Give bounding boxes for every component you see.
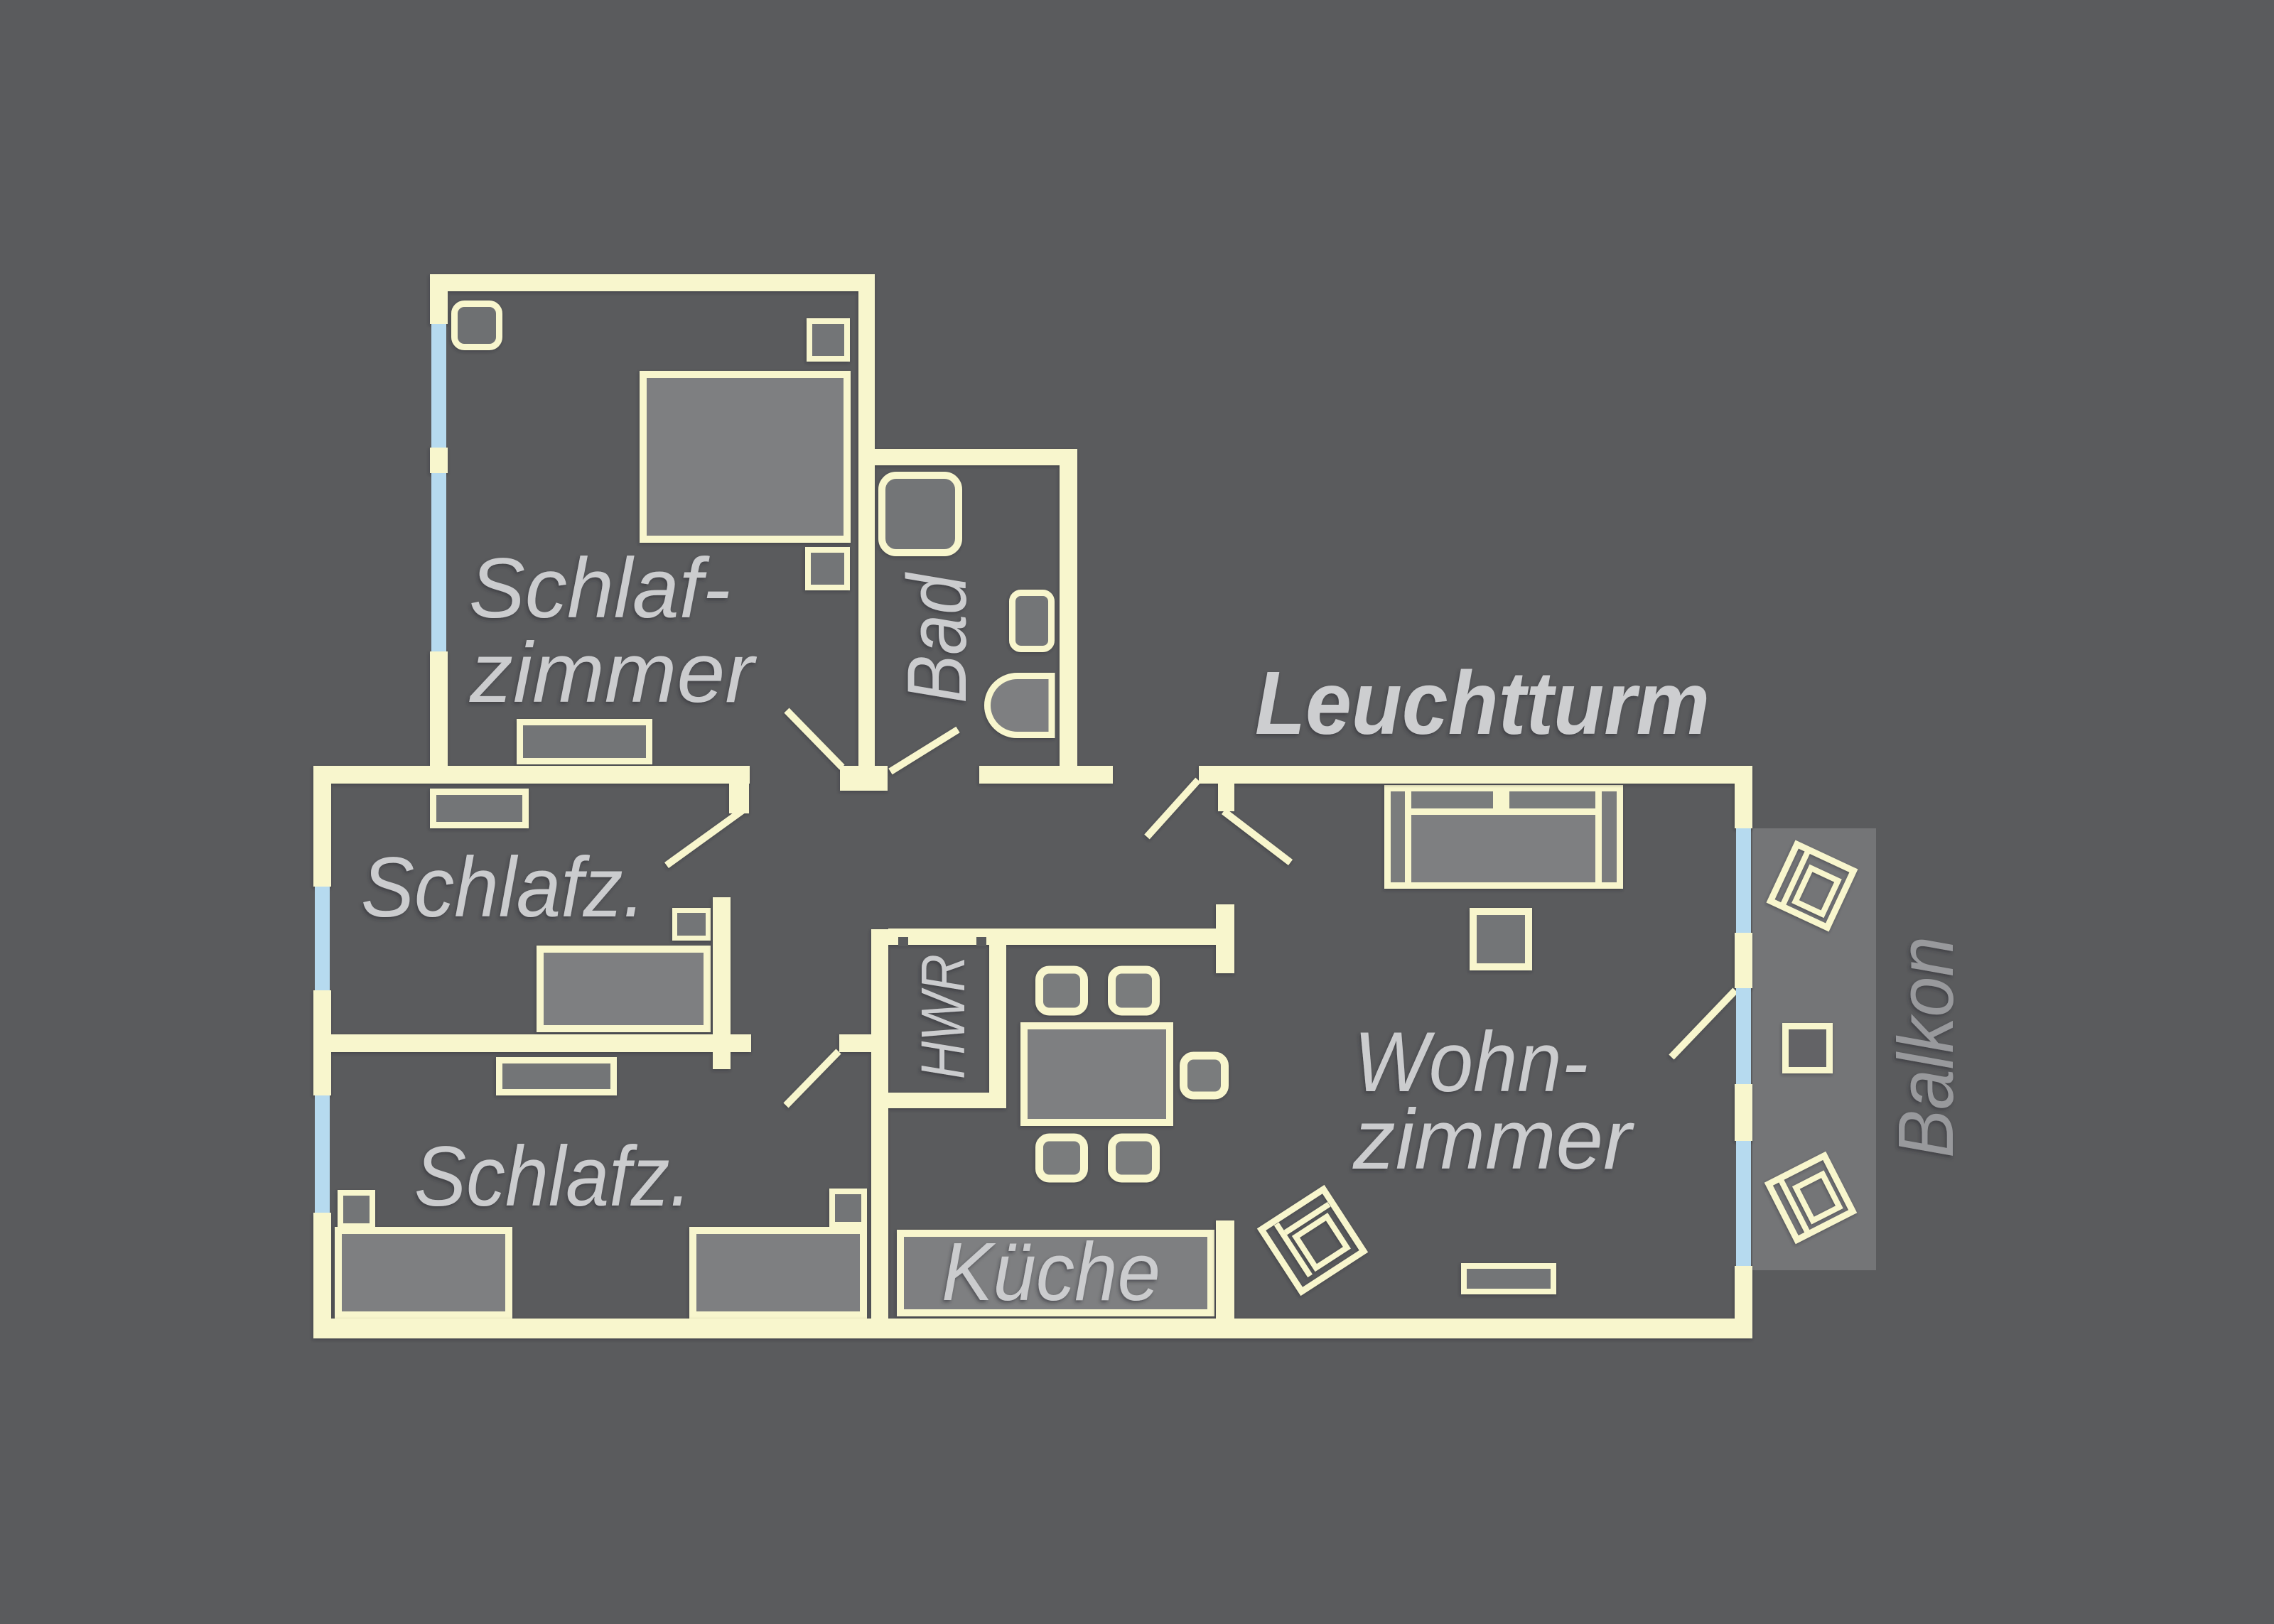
svg-text:Küche: Küche [942,1225,1160,1318]
svg-text:Schlafz.: Schlafz. [361,840,645,935]
svg-text:HWR: HWR [909,954,978,1079]
svg-text:zimmer: zimmer [469,625,757,720]
svg-text:Wohn-: Wohn- [1354,1014,1588,1110]
svg-text:zimmer: zimmer [1352,1092,1634,1187]
svg-text:Balkon: Balkon [1882,936,1970,1158]
svg-text:Schlaf-: Schlaf- [469,541,731,636]
svg-text:Schlafz.: Schlafz. [414,1129,691,1224]
svg-text:Bad: Bad [890,572,984,703]
svg-text:Leuchtturm: Leuchtturm [1255,653,1710,753]
